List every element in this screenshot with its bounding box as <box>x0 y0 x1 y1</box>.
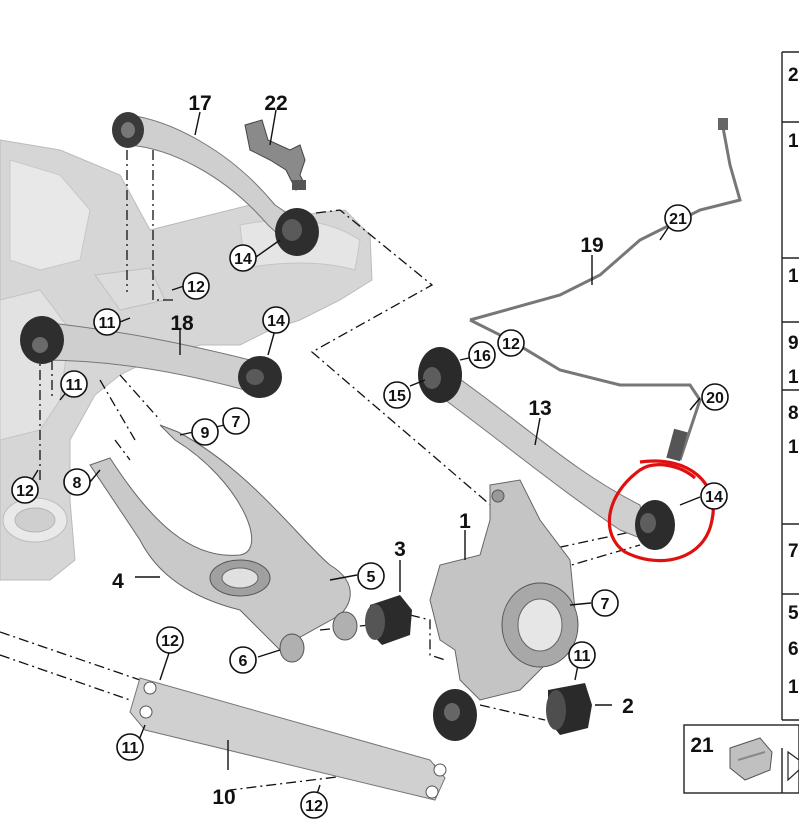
legend-number: 1 <box>788 677 799 698</box>
callout-circle: 11 <box>60 370 88 398</box>
legend-number: 2 <box>788 65 799 86</box>
callout-number: 6 <box>239 653 248 670</box>
control-arm-18 <box>20 316 282 398</box>
callout-number: 12 <box>187 279 205 296</box>
callout-number: 12 <box>161 633 179 650</box>
callout-circle: 12 <box>300 791 328 819</box>
part-number-label: 17 <box>188 92 211 115</box>
callout-circle: 20 <box>701 383 729 411</box>
callout-number: 16 <box>473 348 491 365</box>
part-number-label: 22 <box>264 92 287 115</box>
sensor-cable-19 <box>469 118 742 462</box>
legend-number: 1 <box>788 131 799 152</box>
part-number-label: 19 <box>580 234 603 257</box>
legend-number: 1 <box>788 437 799 458</box>
trailing-arm-4 <box>89 424 358 663</box>
callout-circle: 11 <box>568 641 596 669</box>
callout-number: 15 <box>388 388 406 405</box>
wheel-carrier-1 <box>429 479 579 741</box>
callout-circle: 7 <box>222 407 250 435</box>
callout-circle: 16 <box>468 341 496 369</box>
legend-number: 6 <box>788 639 799 660</box>
callout-number: 11 <box>122 740 139 757</box>
callout-circle: 11 <box>93 308 121 336</box>
callout-number: 12 <box>16 483 34 500</box>
legend-number: 1 <box>788 266 799 287</box>
part-number-label: 1 <box>459 510 471 533</box>
callout-circle: 12 <box>156 626 184 654</box>
legend-icon-box <box>683 724 799 794</box>
bushing-3 <box>365 595 412 645</box>
legend-number: 1 <box>788 367 799 388</box>
legend-table <box>781 51 799 721</box>
highlight-circle <box>607 459 715 563</box>
callout-number: 11 <box>574 648 591 665</box>
callout-circle: 5 <box>357 562 385 590</box>
bushing-2 <box>546 683 592 735</box>
upper-control-arm <box>112 112 319 256</box>
callout-number: 9 <box>201 425 210 442</box>
callout-circle: 6 <box>229 646 257 674</box>
link-10 <box>129 677 447 801</box>
callout-number: 11 <box>66 377 83 394</box>
callout-circle: 12 <box>497 329 525 357</box>
part-number-label: 10 <box>212 786 235 809</box>
callout-number: 14 <box>705 489 723 506</box>
part-number-label: 2 <box>622 695 634 718</box>
callout-number: 14 <box>234 251 252 268</box>
callout-number: 7 <box>232 414 241 431</box>
callout-circle: 21 <box>664 204 692 232</box>
callout-circle: 14 <box>262 306 290 334</box>
callout-number: 11 <box>99 315 116 332</box>
callout-circle: 12 <box>11 476 39 504</box>
legend-number: 5 <box>788 603 799 624</box>
callout-circle: 7 <box>591 589 619 617</box>
callout-number: 21 <box>669 211 687 228</box>
callout-circle: 15 <box>383 381 411 409</box>
callout-number: 20 <box>706 390 724 407</box>
part-number-label: 18 <box>170 312 194 335</box>
part-number-label: 3 <box>394 538 406 561</box>
legend-number: 7 <box>788 541 799 562</box>
callout-number: 12 <box>502 336 520 353</box>
callout-number: 5 <box>367 569 376 586</box>
callout-circle: 12 <box>182 272 210 300</box>
callout-circle: 11 <box>116 733 144 761</box>
callout-circle: 9 <box>191 418 219 446</box>
callout-number: 12 <box>305 798 323 815</box>
callout-number: 7 <box>601 596 610 613</box>
bracket-22 <box>244 119 306 191</box>
part-number-label: 4 <box>112 570 124 593</box>
legend-number: 9 <box>788 333 799 354</box>
callout-circle: 14 <box>229 244 257 272</box>
legend-number: 8 <box>788 403 799 424</box>
callout-number: 8 <box>73 475 82 492</box>
callout-circle: 14 <box>700 482 728 510</box>
part-number-label: 13 <box>528 397 551 420</box>
callout-circle: 8 <box>63 468 91 496</box>
control-arm-13 <box>418 347 675 550</box>
legend-icon-label: 21 <box>690 734 714 757</box>
callout-number: 14 <box>267 313 285 330</box>
